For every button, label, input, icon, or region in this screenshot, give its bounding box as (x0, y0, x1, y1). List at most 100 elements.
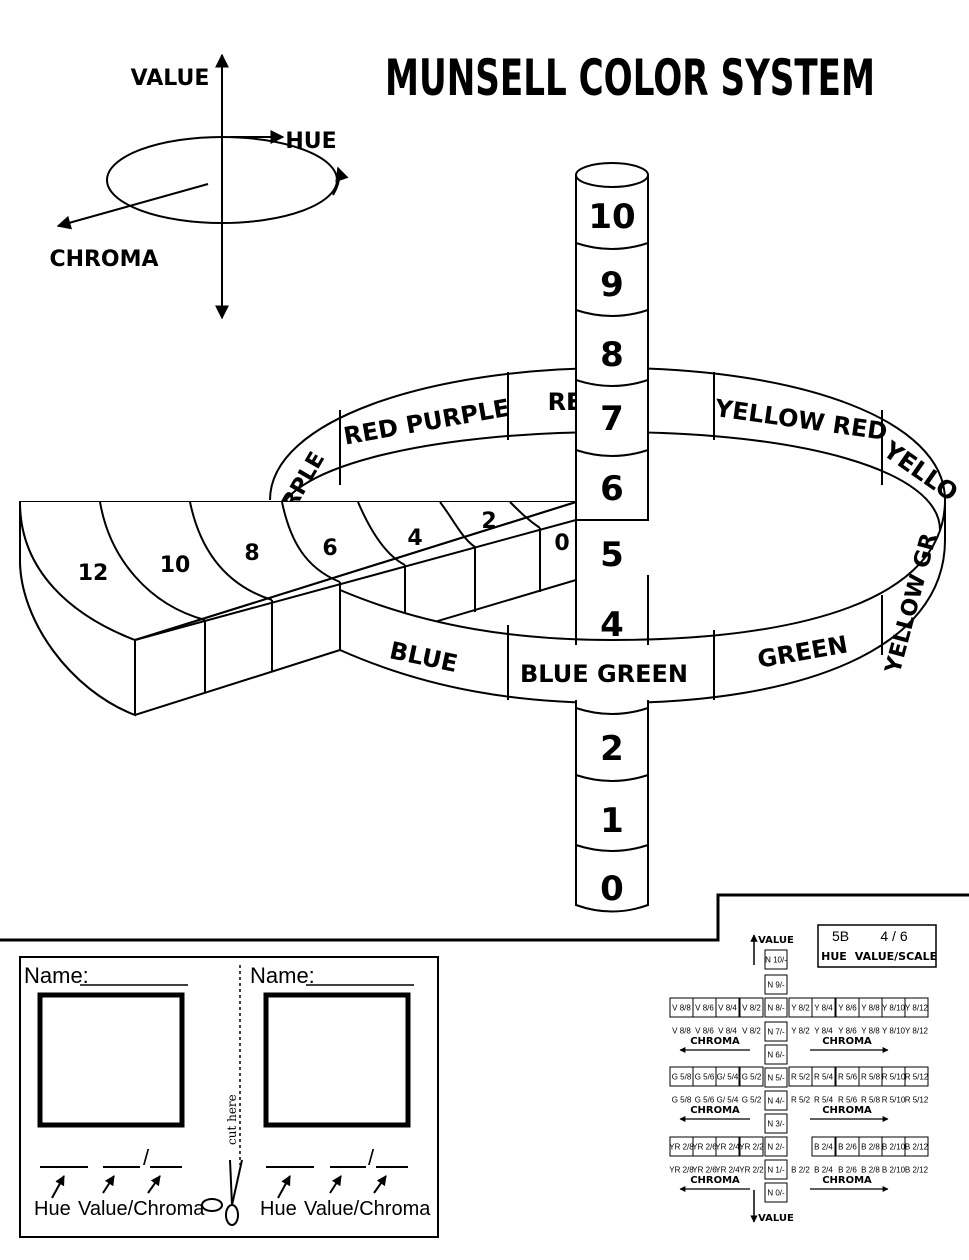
value-label-5: 5 (600, 535, 624, 575)
g1-right-bottom-5: R 5/12 (905, 1096, 929, 1105)
chroma-wedge (19, 501, 577, 717)
neutral-cell-1-box (764, 974, 788, 995)
g2-left-top-2-box (715, 1136, 740, 1157)
g0-left-bottom-0: V 8/8 (672, 1027, 691, 1036)
g0-right-top-3: Y 8/8 (861, 1004, 880, 1013)
name-label-right: Name: (250, 963, 315, 988)
neutral-cell-2-box (764, 997, 788, 1018)
g1-left-bottom-2: G/ 5/4 (717, 1096, 739, 1105)
value-chroma-caption-right: Value/Chroma (304, 1198, 431, 1220)
g0-left-top-1: V 8/6 (695, 1004, 714, 1013)
swatch-box-right[interactable] (263, 992, 411, 1128)
g2-left-top-2: YR 2/4 (715, 1143, 740, 1152)
neutral-cell-3: N 7/- (767, 1028, 785, 1037)
scissors-icon (201, 1159, 243, 1226)
g1-right-bottom-2: R 5/6 (838, 1096, 858, 1105)
g2-left-top-0: YR 2/8 (669, 1143, 694, 1152)
g2-right-top-0: B 2/4 (814, 1143, 833, 1152)
g2-right-bottom-4: B 2/10 (882, 1166, 906, 1175)
g1-right-top-3: R 5/8 (861, 1073, 881, 1082)
value-label-6: 6 (600, 469, 624, 509)
example-value-caption: VALUE/SCALE (855, 950, 937, 963)
g1-right-top-2: R 5/6 (838, 1073, 858, 1082)
g1-right-bottom-1: R 5/4 (814, 1096, 834, 1105)
g1-right-top-1: R 5/4 (814, 1073, 834, 1082)
neutral-cell-0-box (764, 949, 788, 970)
neutral-cell-4-box (764, 1044, 788, 1065)
neutral-cell-7: N 3/- (767, 1120, 785, 1129)
neutral-cell-9-box (764, 1159, 788, 1180)
value-label-4: 4 (600, 605, 624, 645)
g0-right-bottom-3: Y 8/8 (861, 1027, 880, 1036)
g2-right-top-4: B 2/12 (905, 1143, 929, 1152)
chroma-label-8: 8 (244, 541, 259, 566)
g2-left-top-1: YR 2/6 (692, 1143, 717, 1152)
slash-left: / (143, 1145, 150, 1170)
g2-right-top-3: B 2/10 (882, 1143, 906, 1152)
g2-right-bottom-0: B 2/2 (791, 1166, 810, 1175)
g1-right-bottom-3: R 5/8 (861, 1096, 881, 1105)
cut-here-label: cut here (225, 1094, 239, 1145)
g1-right-top-1-box (811, 1066, 836, 1087)
hue-caption-right: Hue (260, 1198, 297, 1220)
chroma-label-6: 6 (322, 536, 337, 561)
g1-right-top-5: R 5/12 (905, 1073, 929, 1082)
chroma-axis-arrow (56, 183, 209, 230)
g1-left-top-3: G 5/2 (742, 1073, 762, 1082)
hue-caption-left: Hue (34, 1198, 71, 1220)
name-label-left: Name: (24, 963, 89, 988)
swatch-box-left[interactable] (37, 992, 185, 1128)
hue-ring-front (339, 499, 946, 705)
g1-chroma-caption-right: CHROMA (822, 1105, 872, 1116)
chroma-label-4: 4 (407, 526, 422, 551)
neutral-cell-6: N 4/- (767, 1097, 785, 1106)
hue-label-blue-green: BLUE GREEN (520, 660, 688, 688)
g1-right-top-4: R 5/10 (882, 1073, 906, 1082)
value-column-upper (575, 162, 649, 521)
g1-left-bottom-3: G 5/2 (742, 1096, 762, 1105)
g0-left-top-3-box (739, 997, 764, 1018)
page-title: MUNSELL COLOR SYSTEM (385, 49, 875, 107)
g2-left-top-3: YR 2/2 (739, 1143, 764, 1152)
g0-left-bottom-2: V 8/4 (718, 1027, 737, 1036)
g0-right-top-0: Y 8/2 (791, 1004, 810, 1013)
g0-right-top-5-box (904, 997, 929, 1018)
g2-right-top-0-box (811, 1136, 836, 1157)
neutral-cell-2: N 8/- (767, 1004, 785, 1013)
g0-left-top-0: V 8/8 (672, 1004, 691, 1013)
chroma-label-0: 0 (554, 531, 569, 556)
g1-left-top-2: G/ 5/4 (717, 1073, 739, 1082)
g0-left-bottom-3: V 8/2 (742, 1027, 761, 1036)
ref-value-caption-top: VALUE (758, 935, 794, 946)
chroma-label-10: 10 (160, 553, 191, 578)
hue-arrow-right (332, 166, 349, 196)
neutral-cell-0: N 10/- (765, 956, 787, 965)
neutral-cell-10-box (764, 1182, 788, 1203)
g0-right-bottom-0: Y 8/2 (791, 1027, 810, 1036)
neutral-cell-8-box (764, 1136, 788, 1157)
g2-left-bottom-2: YR 2/4 (715, 1166, 740, 1175)
g2-right-bottom-1: B 2/4 (814, 1166, 833, 1175)
g2-left-top-3-box (739, 1136, 764, 1157)
g2-left-bottom-0: YR 2/8 (669, 1166, 694, 1175)
value-label-7: 7 (600, 399, 624, 439)
chroma-label-2: 2 (481, 509, 496, 534)
g0-left-bottom-1: V 8/6 (695, 1027, 714, 1036)
g2-right-bottom-2: B 2/6 (838, 1166, 857, 1175)
value-pointer-right (329, 1175, 342, 1194)
value-label-8: 8 (600, 335, 624, 375)
g2-right-top-4-box (904, 1136, 929, 1157)
example-box (817, 924, 937, 968)
value-label-1: 1 (600, 801, 624, 841)
g1-left-top-0: G 5/8 (672, 1073, 692, 1082)
g1-left-top-3-box (739, 1066, 764, 1087)
value-label-2: 2 (600, 729, 624, 769)
g0-right-bottom-1: Y 8/4 (814, 1027, 833, 1036)
axis-legend (56, 53, 349, 320)
g0-right-top-2: Y 8/6 (838, 1004, 857, 1013)
g2-left-bottom-1: YR 2/6 (692, 1166, 717, 1175)
ref-value-caption-bottom: VALUE (758, 1213, 794, 1224)
g1-left-bottom-1: G 5/6 (695, 1096, 715, 1105)
g1-chroma-caption-left: CHROMA (690, 1105, 740, 1116)
